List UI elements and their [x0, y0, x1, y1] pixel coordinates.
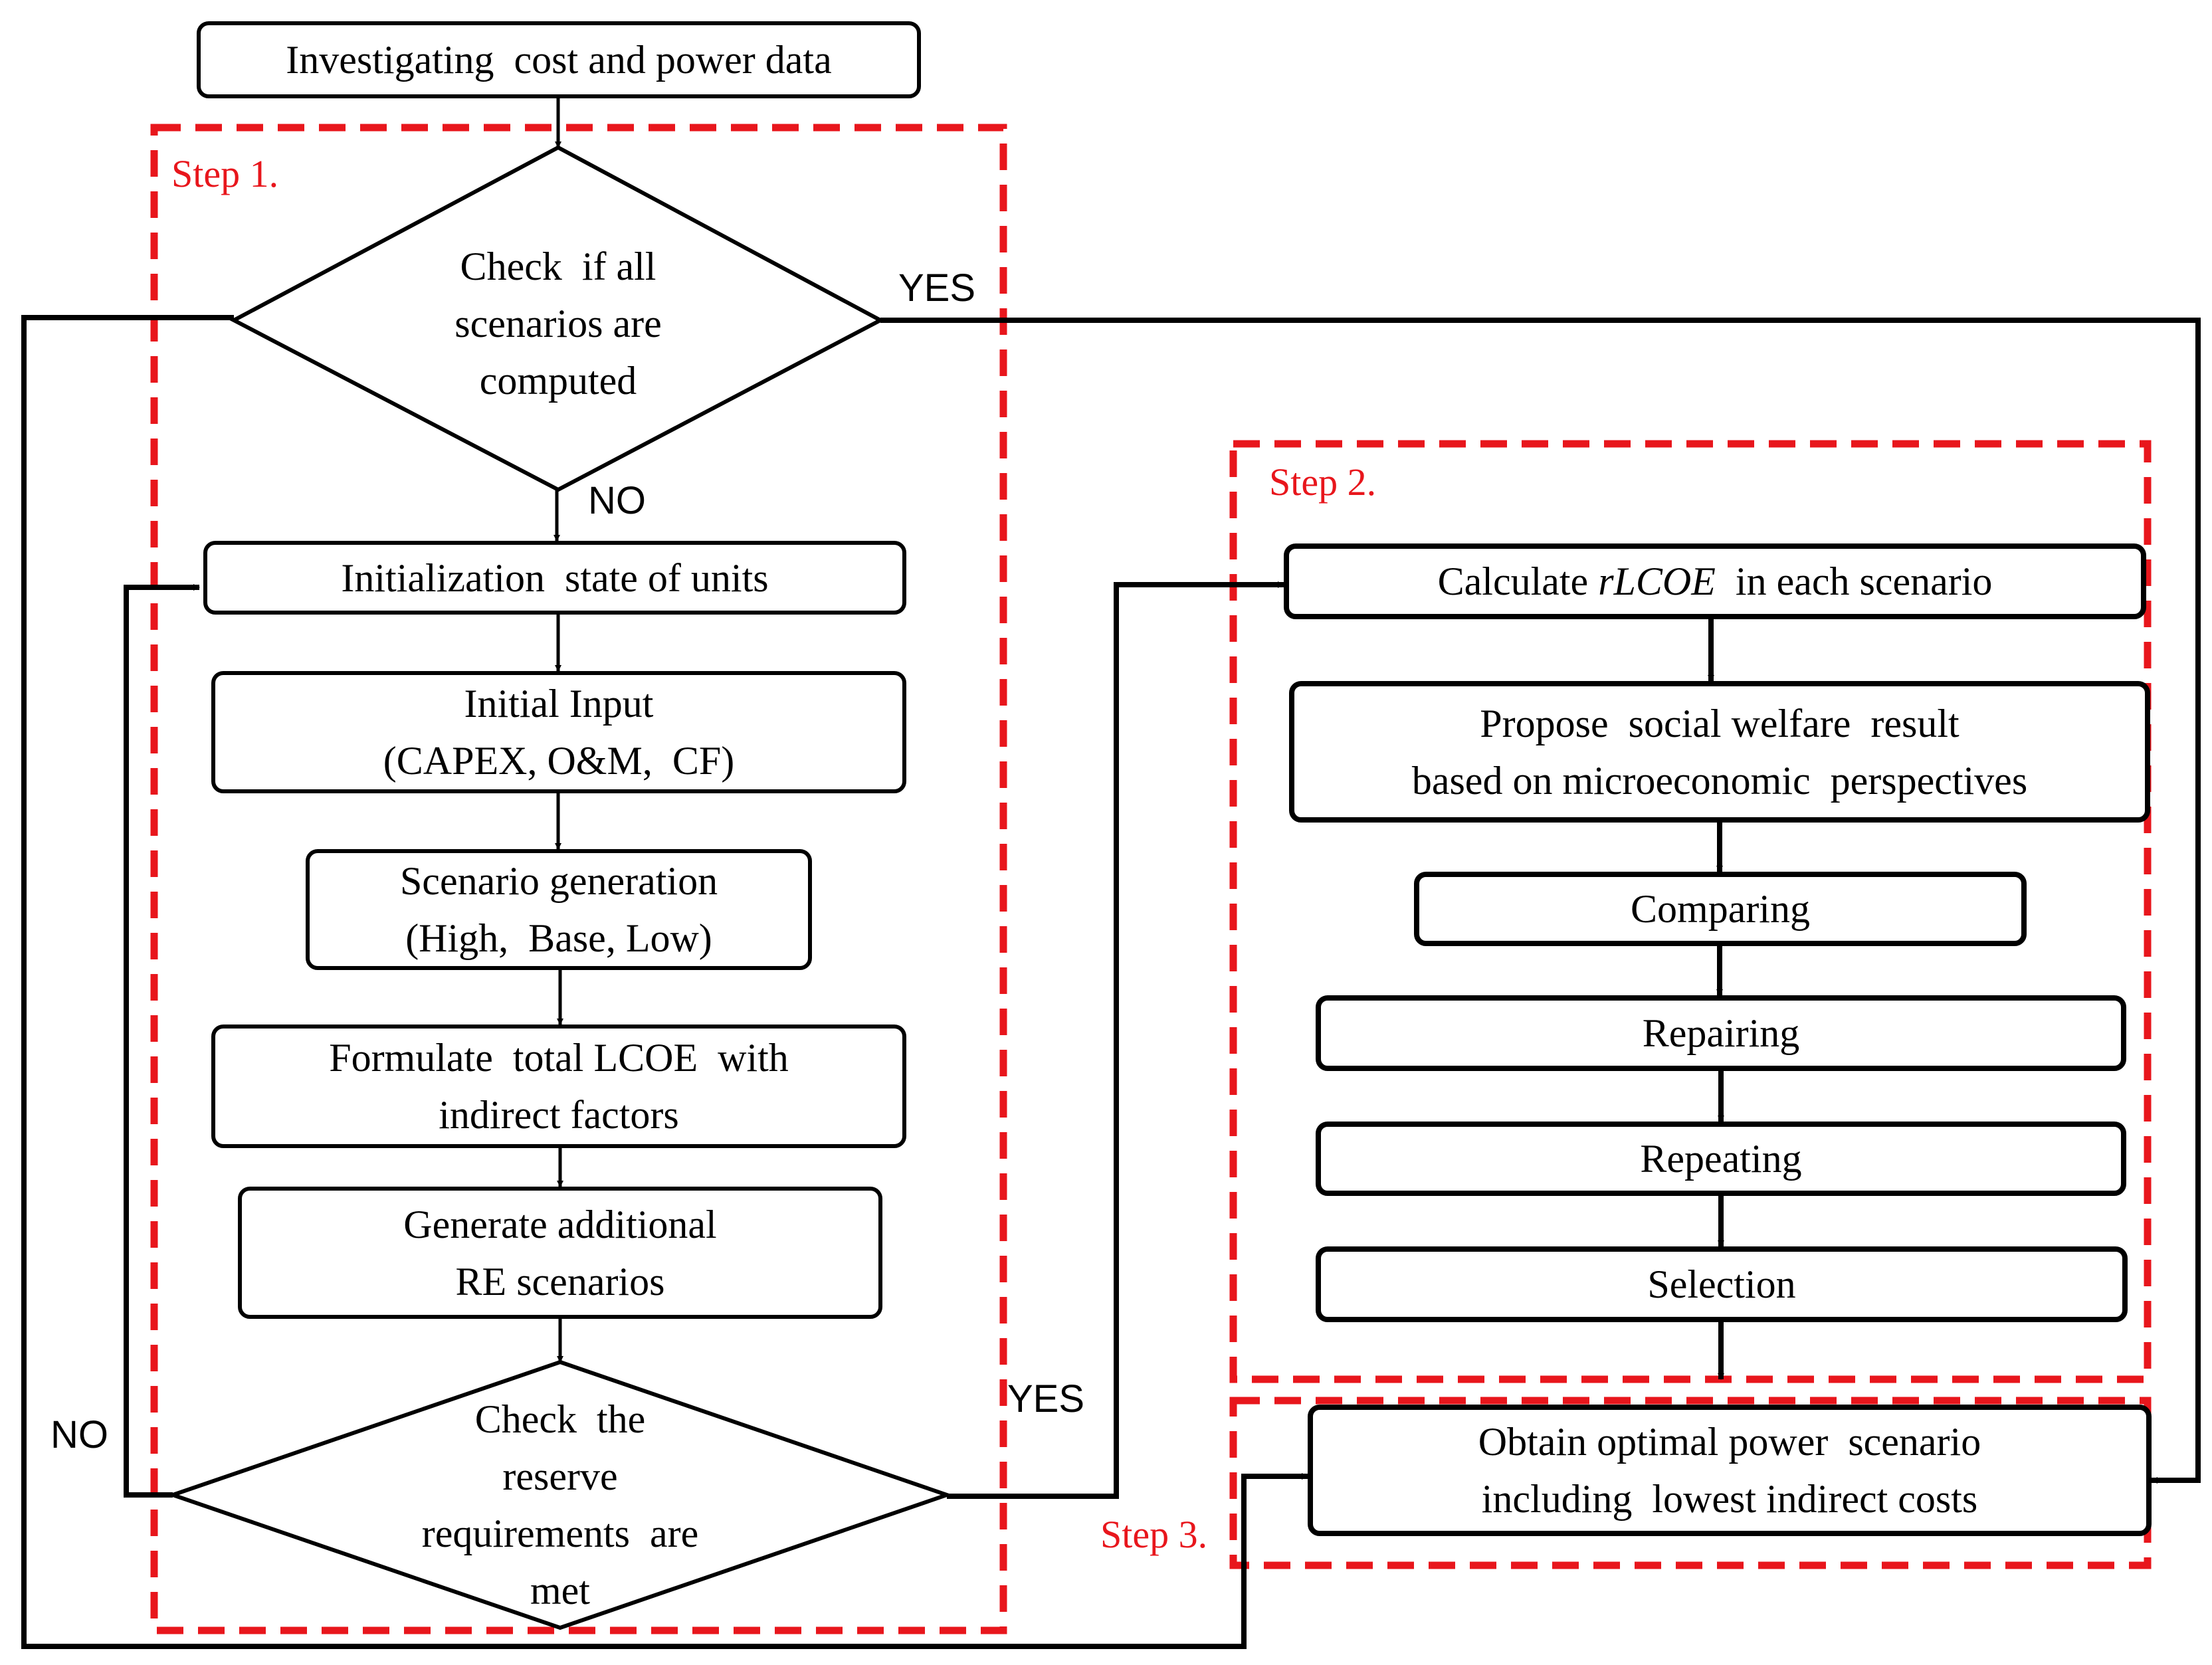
check-reserve-line: requirements are [421, 1512, 699, 1555]
initial-input-line: (CAPEX, O&M, CF) [383, 739, 735, 783]
yes-top-label: YES [898, 266, 976, 310]
generate-re-line: Generate additional [403, 1202, 717, 1246]
step1-label: Step 1. [171, 152, 279, 195]
formulate-lcoe-line: indirect factors [439, 1093, 679, 1137]
obtain-optimal-box: Obtain optimal power scenario including l… [1308, 1405, 2152, 1536]
propose-welfare-line: Propose social welfare result [1480, 701, 1960, 745]
calc-prefix: Calculate [1437, 559, 1599, 603]
no-top-label: NO [588, 479, 646, 522]
yes-branch-connector [880, 318, 2201, 1484]
initial-input-box: Initial Input (CAPEX, O&M, CF) [211, 671, 906, 793]
scenario-generation-box: Scenario generation (High, Base, Low) [306, 849, 812, 970]
check-all-line: Check if all [460, 245, 656, 288]
no-left-label: NO [50, 1413, 108, 1456]
formulate-lcoe-box: Formulate total LCOE with indirect factor… [211, 1025, 906, 1148]
propose-welfare-line: based on microeconomic perspectives [1411, 758, 2028, 803]
formulate-lcoe-line: Formulate total LCOE with [329, 1036, 789, 1080]
repairing-line: Repairing [1642, 1011, 1800, 1055]
generate-re-box: Generate additional RE scenarios [238, 1187, 882, 1319]
check-reserve-line: Check the [474, 1397, 646, 1441]
obtain-optimal-line: including lowest indirect costs [1481, 1477, 1978, 1521]
yes-bottom-label: YES [1007, 1377, 1085, 1420]
initial-input-line: Initial Input [464, 682, 654, 726]
calc-rlcoe-box: Calculate rLCOE in each scenario [1284, 543, 2146, 619]
investigating-line: Investigating cost and power data [286, 38, 832, 82]
rlcoe-term: rLCOE [1598, 559, 1716, 603]
comparing-line: Comparing [1631, 887, 1810, 931]
reserve-yes-connector [947, 581, 1284, 1499]
selection-box: Selection [1316, 1246, 2128, 1322]
step2-region [1229, 440, 2152, 1383]
init-state-line: Initialization state of units [341, 555, 769, 600]
step2-label: Step 2. [1269, 460, 1377, 504]
propose-welfare-box: Propose social welfare result based on mi… [1289, 681, 2150, 823]
init-state-box: Initialization state of units [203, 541, 906, 615]
check-reserve-text: Check the reserve requirements are met [341, 1389, 779, 1621]
no-loop-connector [21, 315, 1308, 1649]
step3-label: Step 3. [1100, 1513, 1208, 1556]
selection-line: Selection [1647, 1262, 1796, 1306]
check-reserve-line: met [530, 1569, 590, 1613]
check-all-line: scenarios are [454, 302, 662, 345]
scenario-generation-line: Scenario generation [399, 859, 718, 903]
check-reserve-line: reserve [502, 1454, 618, 1498]
investigating-box: Investigating cost and power data [197, 21, 921, 98]
check-all-text: Check if all scenarios are computed [346, 234, 771, 413]
repeating-box: Repeating [1316, 1122, 2126, 1196]
calc-suffix: in each scenario [1715, 559, 1993, 603]
reserve-no-loop-connector [124, 584, 200, 1498]
scenario-generation-line: (High, Base, Low) [405, 916, 712, 960]
step1-region [150, 124, 1007, 1634]
comparing-box: Comparing [1414, 872, 2027, 946]
obtain-optimal-line: Obtain optimal power scenario [1478, 1420, 1981, 1464]
check-all-line: computed [479, 359, 637, 403]
generate-re-line: RE scenarios [455, 1259, 665, 1304]
repeating-line: Repeating [1640, 1137, 1802, 1181]
check-reserve-diamond [166, 1359, 954, 1630]
repairing-box: Repairing [1316, 995, 2126, 1071]
